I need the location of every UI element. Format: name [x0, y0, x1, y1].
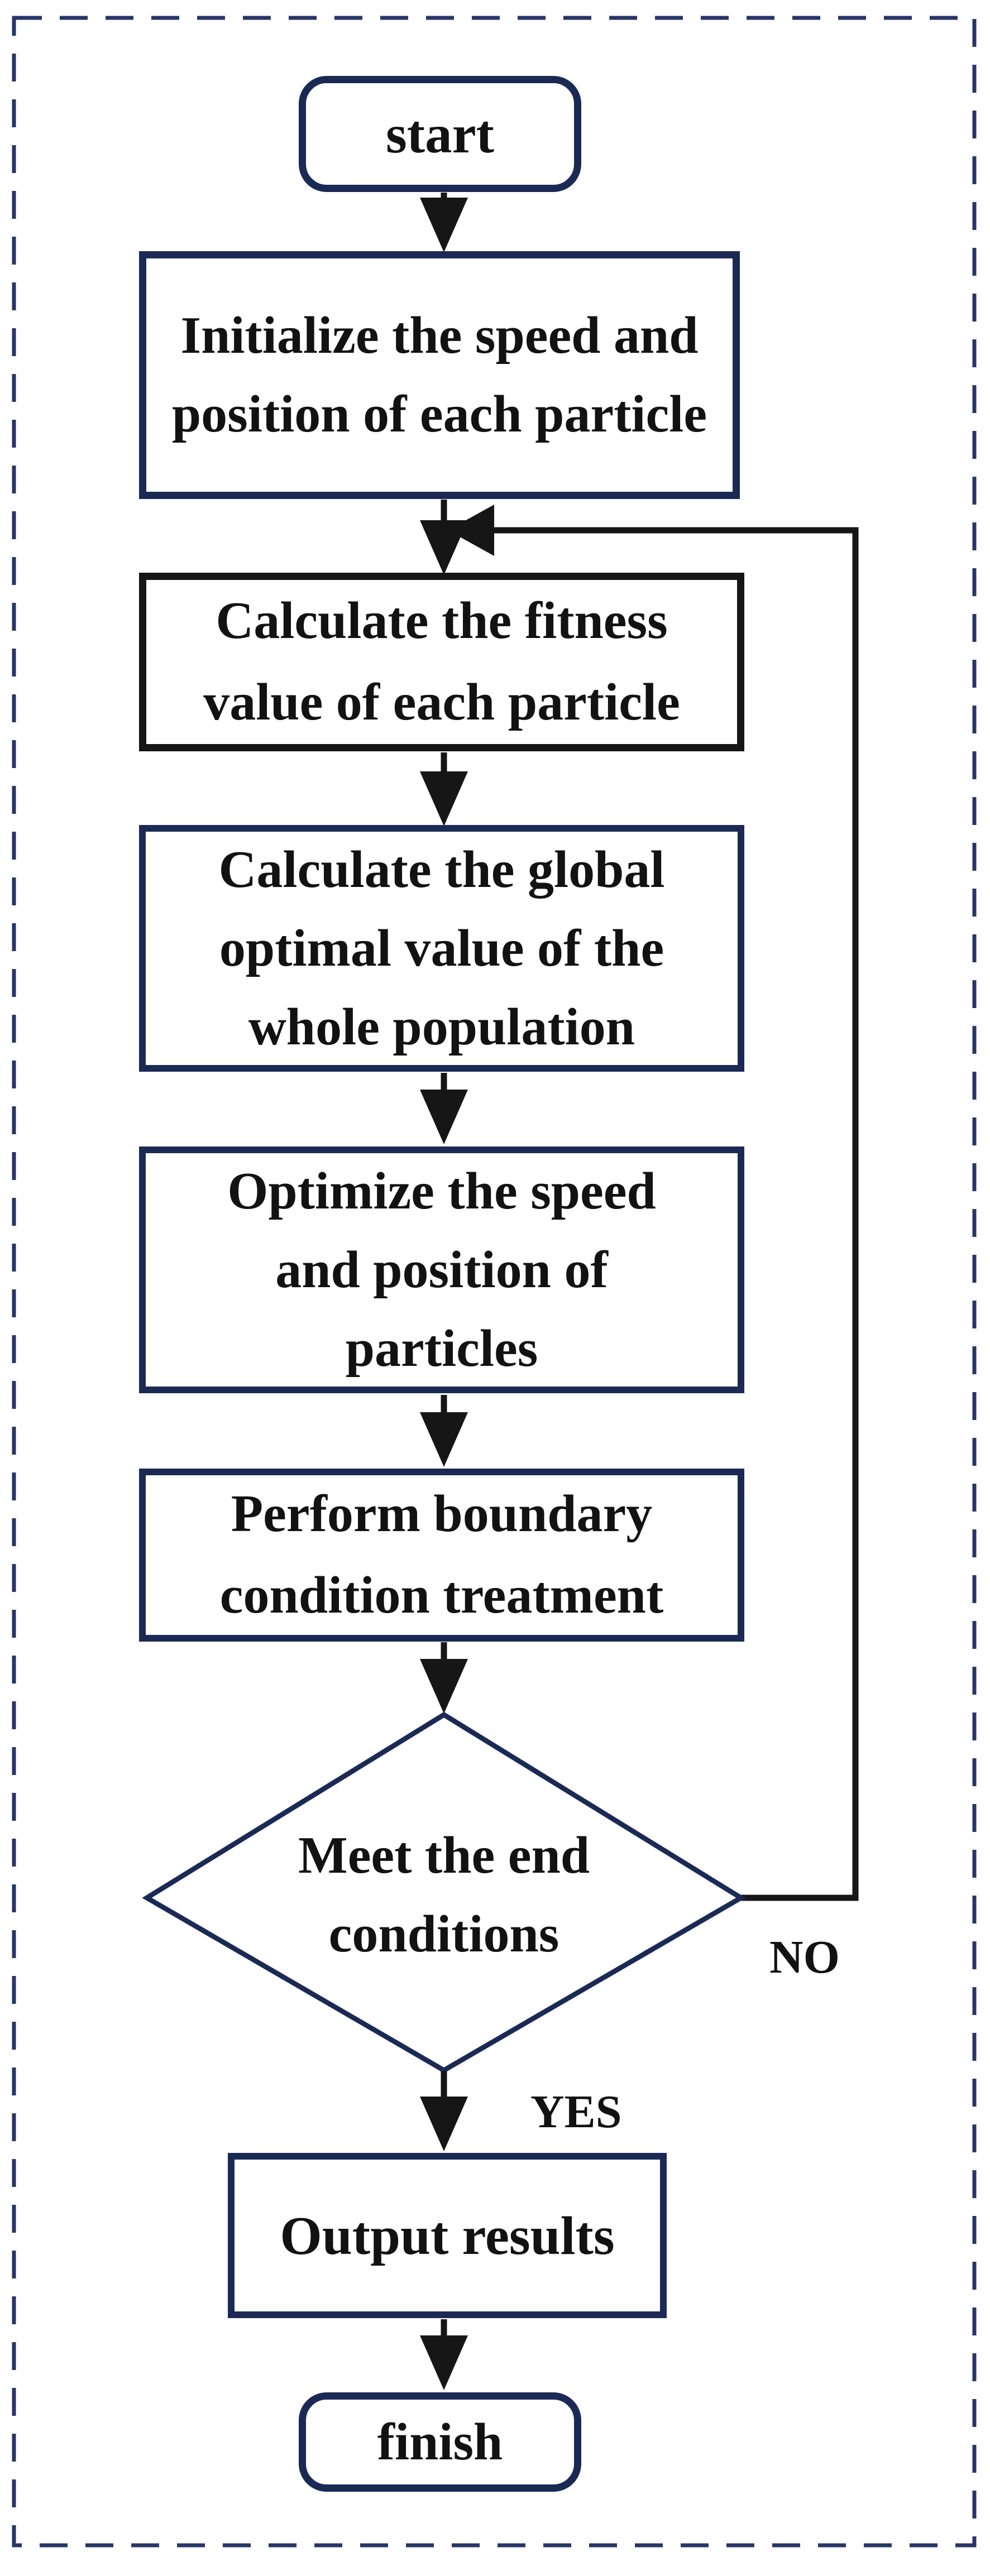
arrow-boundary-decision [420, 1642, 468, 1714]
arrow-fitness-global [420, 752, 468, 826]
decision-diamond-label: Meet the end conditions [298, 1826, 590, 1963]
start-node: start [299, 76, 581, 192]
initialize-label: Initialize the speed and position of eac… [171, 306, 707, 443]
optimize-box: Optimize the speed and position of parti… [139, 1147, 744, 1393]
initialize-box: Initialize the speed and position of eac… [139, 251, 740, 499]
output-box: Output results [228, 2153, 667, 2318]
arrow-output-finish [420, 2319, 468, 2390]
no-label: NO [769, 1931, 840, 1983]
yes-label: YES [530, 2086, 622, 2138]
arrow-decision-output [420, 2071, 468, 2151]
global-optimal-box: Calculate the global optimal value of th… [139, 825, 744, 1072]
boundary-box: Perform boundary condition treatment [139, 1469, 744, 1642]
feedback-edge-no [448, 505, 859, 1901]
boundary-label: Perform boundary condition treatment [219, 1485, 664, 1624]
fitness-box: Calculate the fitness value of each part… [139, 573, 744, 751]
dashed-frame [12, 16, 977, 2548]
arrow-start-initialize [420, 193, 468, 252]
arrow-initialize-fitness [420, 500, 468, 575]
arrow-global-optimize [420, 1073, 468, 1144]
arrow-optimize-boundary [420, 1395, 468, 1467]
start-label: start [386, 104, 494, 164]
finish-label: finish [377, 2413, 503, 2471]
decision-diamond-shape [142, 1711, 746, 2074]
output-label: Output results [280, 2205, 615, 2266]
global-optimal-label: Calculate the global optimal value of th… [218, 840, 665, 1056]
optimize-label: Optimize the speed and position of parti… [227, 1162, 656, 1378]
fitness-label: Calculate the fitness value of each part… [203, 592, 680, 731]
finish-node: finish [299, 2392, 581, 2492]
